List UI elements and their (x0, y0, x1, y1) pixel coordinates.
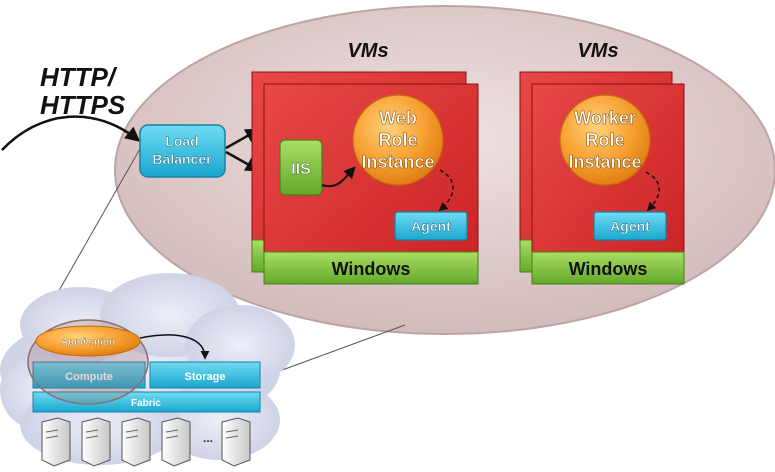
application-to-storage-arrow (139, 334, 210, 360)
load-balancer: Load Balancer (139, 124, 226, 178)
vm-group-worker: VMs Worker Role Instance Agent Windows (519, 40, 685, 285)
windows-bar (263, 251, 479, 285)
load-balancer-label-line1: Load (165, 133, 198, 149)
iis-to-role-arrow (321, 166, 356, 188)
server-icon (81, 417, 111, 467)
server-icon (221, 417, 251, 467)
role-label-line3: Instance (568, 152, 641, 172)
server-rack: ... (41, 417, 251, 467)
role-label-line2: Role (378, 130, 417, 150)
vm-title: VMs (577, 40, 618, 62)
windows-label: Windows (332, 259, 411, 279)
compute-label: Compute (65, 371, 113, 383)
cloud-platform: Storage Compute Fabric Application (0, 273, 295, 467)
protocol-label-line2: HTTPS (40, 90, 126, 120)
role-to-agent-arrow (438, 169, 454, 212)
role-label-line2: Role (585, 130, 624, 150)
storage-label: Storage (185, 371, 226, 383)
fabric-bar (32, 391, 261, 413)
application-pill (35, 325, 141, 357)
agent-box (593, 211, 667, 241)
role-label-line1: Worker (574, 108, 636, 128)
windows-bar (531, 251, 685, 285)
role-to-agent-arrow (645, 171, 660, 212)
iis-box (279, 139, 323, 196)
storage-bar (149, 361, 261, 389)
server-ellipsis: ... (203, 431, 213, 445)
server-icon (161, 417, 191, 467)
load-balancer-label-line2: Balancer (152, 151, 212, 167)
agent-box (394, 211, 468, 241)
iis-label: IIS (291, 161, 311, 178)
windows-label: Windows (569, 259, 648, 279)
compute-bar (32, 361, 146, 389)
fabric-label: Fabric (131, 398, 161, 409)
incoming-request-arrow (1, 115, 141, 151)
vm-group-web: VMs IIS Web Role Instance Agent Windows (251, 40, 479, 285)
application-label: Application (60, 337, 115, 348)
server-icon (121, 417, 151, 467)
agent-label: Agent (411, 218, 451, 234)
role-label-line1: Web (379, 108, 417, 128)
protocol-label-line1: HTTP/ (40, 62, 118, 92)
worker-role-instance-circle (559, 94, 651, 186)
agent-label: Agent (610, 218, 650, 234)
server-icon (41, 417, 71, 467)
role-label-line3: Instance (361, 152, 434, 172)
web-role-instance-circle (352, 94, 444, 186)
vm-title: VMs (347, 40, 388, 62)
